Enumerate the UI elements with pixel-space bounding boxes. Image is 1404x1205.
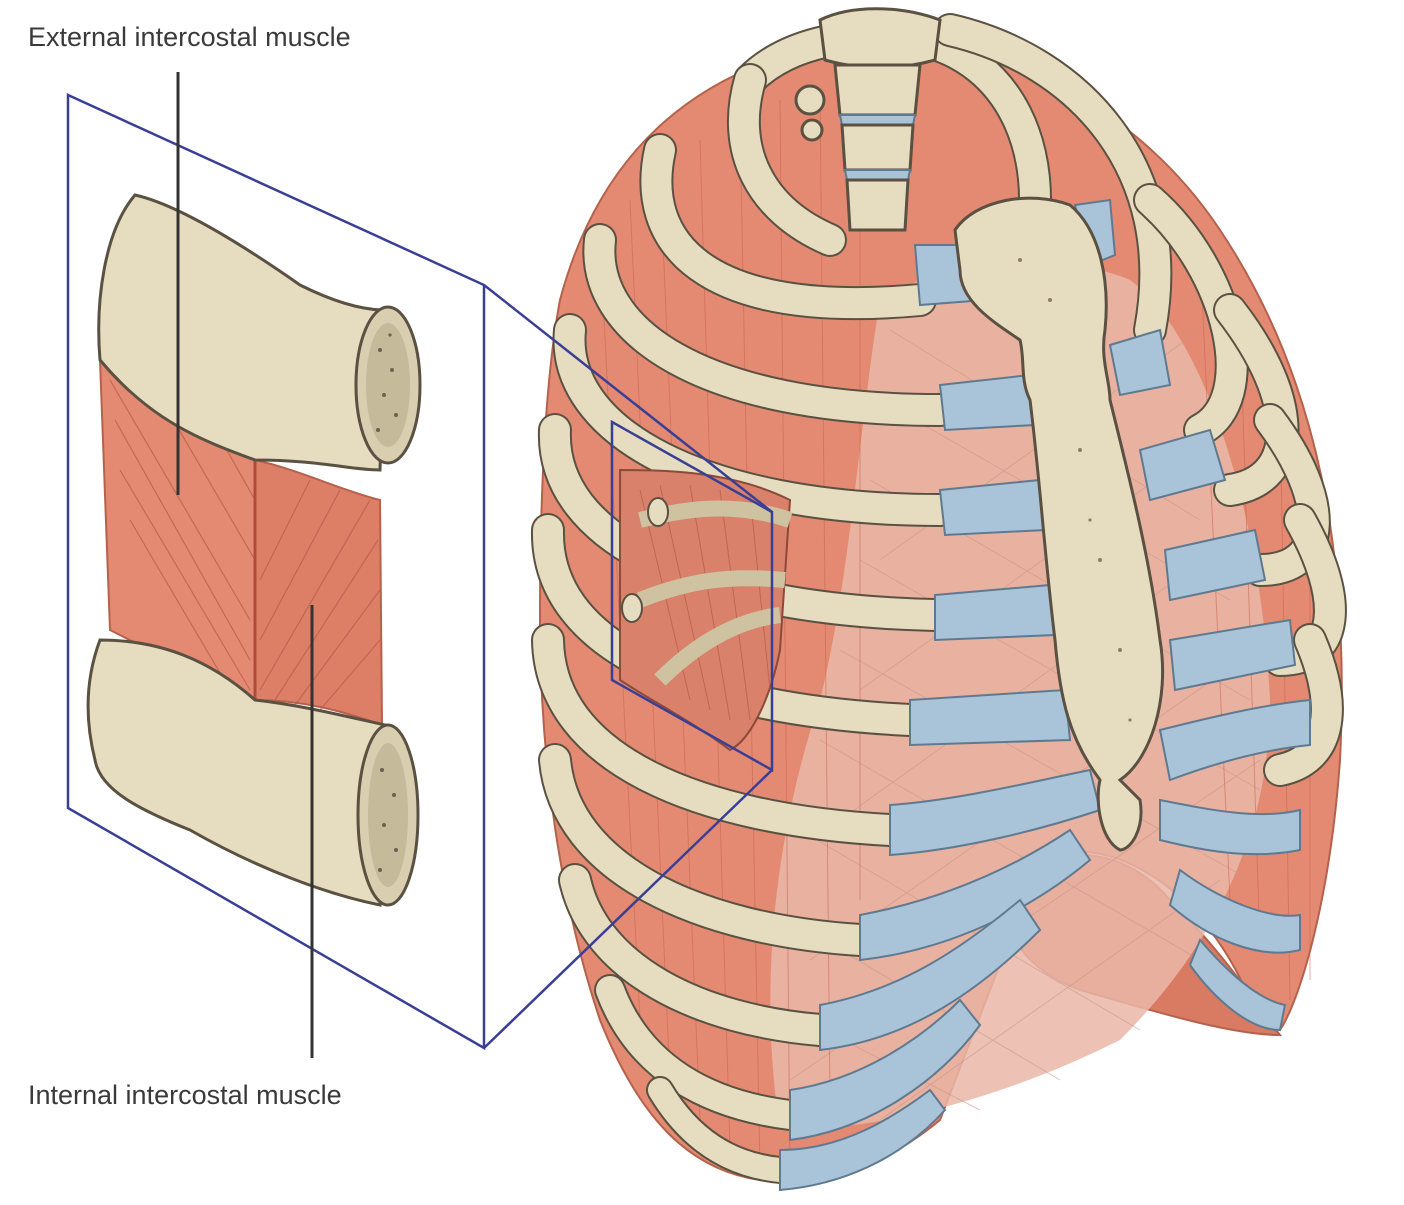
cartilage-r3 [1138, 428, 1227, 502]
internal-intercostal-muscle [254, 458, 384, 727]
cartilage-10 [779, 1088, 947, 1192]
cartilage-7 [859, 828, 1092, 962]
rib-cage [530, 7, 1347, 1192]
cartilage-r9 [1188, 938, 1287, 1032]
upper-rib-segment [97, 193, 387, 472]
cartilage-3 [938, 478, 1047, 537]
zoom-connectors [483, 284, 773, 1049]
cartilage-r2 [1108, 328, 1172, 397]
cartilage-r8 [1168, 868, 1301, 954]
cartilage-8 [819, 898, 1042, 1052]
costal-cartilages [779, 198, 1311, 1192]
cartilage-r6 [1158, 698, 1311, 782]
vertebral-column [794, 7, 942, 232]
label-internal-intercostal-muscle: Internal intercostal muscle [28, 1080, 342, 1110]
cartilage-r4 [1163, 528, 1267, 602]
cartilage-9 [789, 998, 982, 1142]
leader-lines [176, 72, 314, 1058]
inset-muscle-fibers [109, 379, 381, 711]
cartilage-2 [938, 373, 1037, 432]
sternum [953, 196, 1165, 852]
cartilage-5 [909, 688, 1072, 747]
cartilage-r7 [1159, 798, 1301, 856]
label-external-intercostal-muscle: External intercostal muscle [28, 22, 351, 52]
dissection-window [619, 468, 793, 752]
lower-bone-marrow [378, 768, 398, 872]
upper-bone-marrow [376, 333, 398, 432]
cartilage-r5 [1168, 618, 1297, 692]
cartilage-4 [934, 583, 1057, 642]
sternum-pores [1018, 258, 1132, 722]
